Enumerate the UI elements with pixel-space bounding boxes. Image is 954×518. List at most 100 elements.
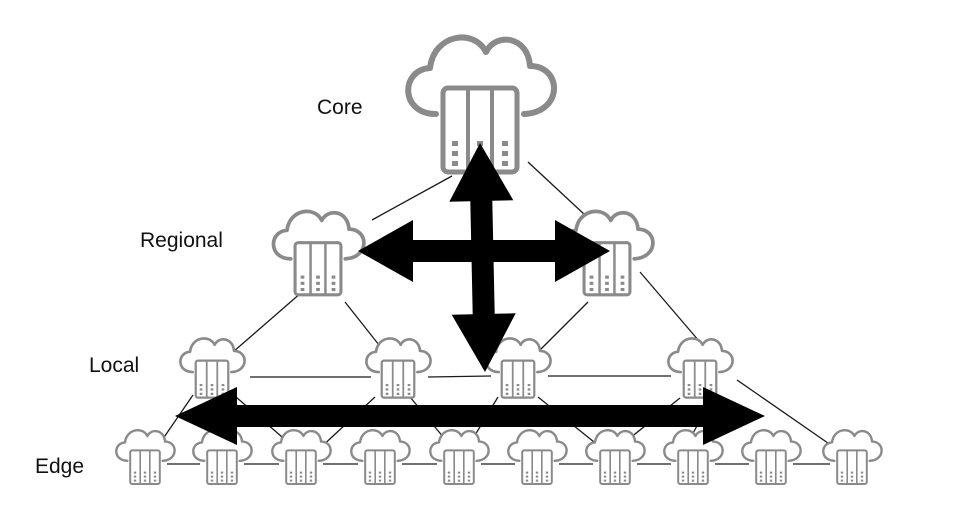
node-local-4 [667, 337, 734, 399]
server-led [681, 475, 685, 478]
server-led [199, 388, 203, 391]
server-led [309, 479, 313, 482]
server-body [500, 359, 536, 399]
server-led [605, 287, 609, 292]
server-led [779, 471, 783, 474]
server-led [691, 479, 695, 482]
server-body [206, 449, 238, 486]
server-led [289, 479, 293, 482]
server-led [589, 275, 594, 279]
server-led [527, 383, 531, 387]
server-led [230, 471, 234, 474]
server-led [850, 479, 854, 482]
server-led [407, 392, 411, 395]
server-led [396, 392, 400, 395]
server-led [385, 388, 389, 391]
server-led [407, 388, 411, 391]
server-led [840, 471, 844, 474]
server-led [545, 475, 549, 478]
server-led [687, 392, 691, 395]
server-led [378, 475, 382, 478]
server-led [289, 471, 293, 474]
server-led [396, 383, 400, 387]
server-body [443, 449, 475, 486]
server-led [698, 388, 702, 391]
server-led [709, 388, 713, 391]
server-body [194, 359, 230, 399]
server-led [840, 475, 844, 478]
server-led [299, 479, 303, 482]
server-led [331, 275, 336, 279]
server-led [300, 275, 305, 279]
server-led [133, 479, 137, 482]
node-edge-4 [350, 429, 411, 486]
server-led [759, 479, 763, 482]
node-local-2 [365, 337, 432, 399]
server-led [210, 383, 214, 387]
server-led [452, 151, 458, 156]
server-led [860, 479, 864, 482]
server-led [759, 475, 763, 478]
server-led [388, 475, 392, 478]
server-body [380, 359, 416, 399]
server-led [457, 475, 461, 478]
tier-label-regional: Regional [140, 229, 223, 252]
server-led [527, 392, 531, 395]
server-led [299, 471, 303, 474]
server-led [220, 479, 224, 482]
server-led [505, 383, 509, 387]
server-led [603, 475, 607, 478]
server-led [605, 275, 609, 279]
server-led [623, 471, 627, 474]
server-led [687, 383, 691, 387]
server-led [316, 281, 320, 285]
server-led [452, 141, 458, 146]
server-led [589, 287, 594, 292]
server-led [309, 475, 313, 478]
server-led [467, 479, 471, 482]
server-led [527, 388, 531, 391]
node-edge-6 [507, 429, 568, 486]
server-led [860, 475, 864, 478]
server-body [682, 359, 718, 399]
server-led [388, 479, 392, 482]
server-led [210, 475, 214, 478]
server-led [701, 471, 705, 474]
node-edge-3 [271, 429, 332, 486]
server-led [860, 471, 864, 474]
tier-label-core: Core [317, 96, 363, 119]
server-led [331, 287, 336, 292]
server-led [691, 471, 695, 474]
node-edge-1 [115, 429, 176, 486]
server-led [133, 471, 137, 474]
server-led [769, 479, 773, 482]
link-local-2-3 [427, 375, 492, 378]
server-led [698, 392, 702, 395]
server-led [620, 281, 625, 285]
server-led [620, 275, 625, 279]
server-led [457, 471, 461, 474]
server-led [620, 287, 625, 292]
horizontal-double-arrow-local-edge [175, 387, 765, 445]
server-led [769, 471, 773, 474]
server-led [316, 275, 320, 279]
server-body [293, 241, 343, 297]
server-led [407, 383, 411, 387]
tier-label-local: Local [89, 354, 140, 377]
node-local-3 [485, 337, 552, 399]
server-led [535, 471, 539, 474]
server-led [210, 388, 214, 391]
server-led [210, 479, 214, 482]
server-led [603, 471, 607, 474]
server-led [467, 471, 471, 474]
server-led [505, 392, 509, 395]
server-body [364, 449, 396, 486]
link-core-regional-1 [371, 175, 453, 221]
server-led [759, 471, 763, 474]
server-led [779, 475, 783, 478]
server-led [516, 392, 520, 395]
server-led [709, 383, 713, 387]
server-led [220, 471, 224, 474]
link-local-edge-9 [736, 379, 839, 451]
